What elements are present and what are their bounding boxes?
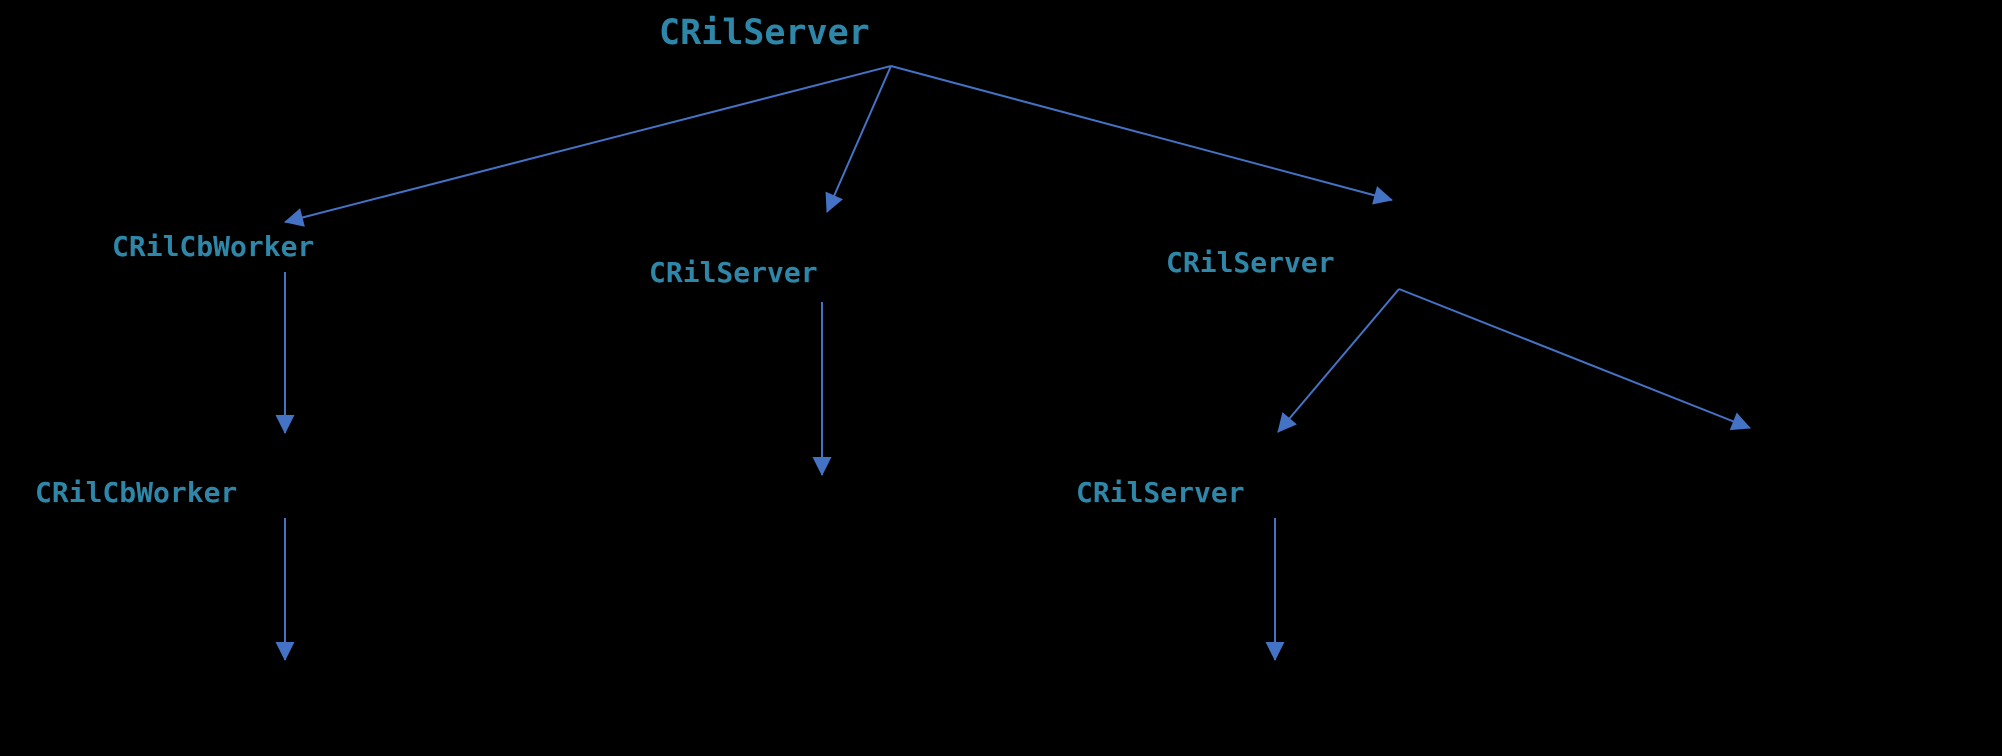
node-right-server-child-label: CRilServer <box>1076 476 1245 509</box>
edge-right-server-down-right <box>1398 288 1751 431</box>
edge-root-to-left-worker <box>284 65 892 227</box>
edge-root-to-right-server <box>890 65 1393 205</box>
node-middle-server-label: CRilServer <box>649 256 818 289</box>
node-right-server-label: CRilServer <box>1166 246 1335 279</box>
node-root-label: CRilServer <box>659 13 870 53</box>
edge-root-to-middle-server <box>825 65 892 213</box>
node-left-worker-child-label: CRilCbWorker <box>35 476 238 509</box>
node-left-worker-label: CRilCbWorker <box>112 230 315 263</box>
edge-right-server-to-child <box>1277 288 1400 433</box>
